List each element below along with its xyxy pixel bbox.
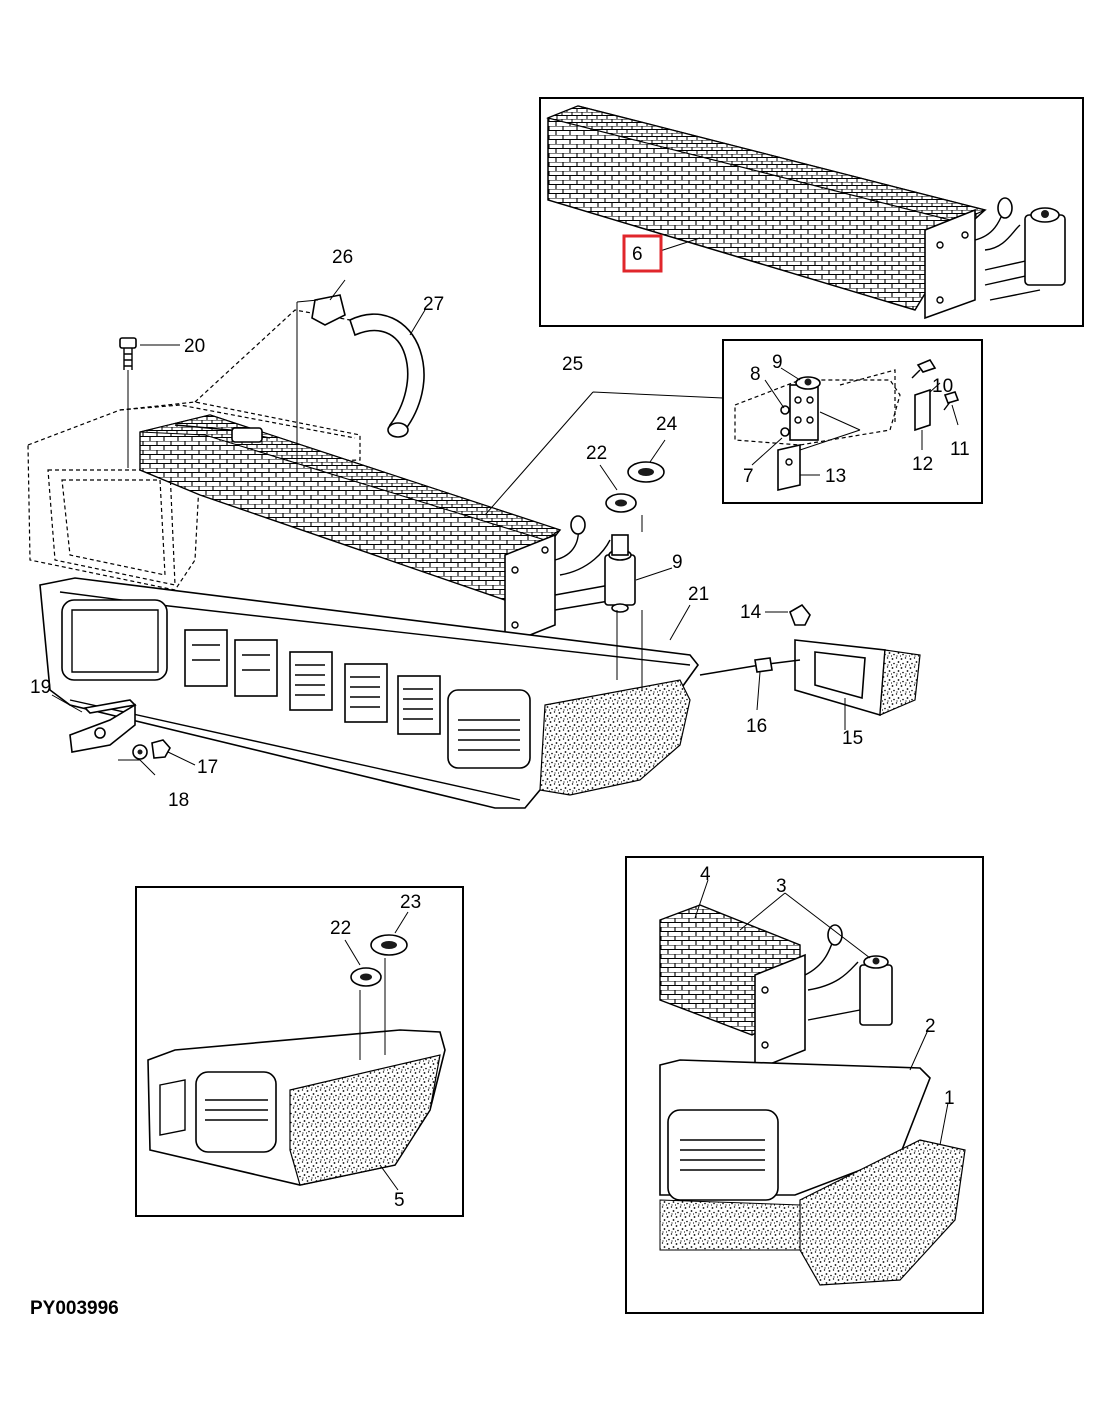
callout-23[interactable]: 23 [400,892,421,913]
grommet-16 [754,657,773,673]
callout-12[interactable]: 12 [912,454,933,475]
callout-8[interactable]: 8 [750,364,761,385]
louver-grid [61,599,531,769]
valve-body [789,384,819,441]
callout-15[interactable]: 15 [842,728,863,749]
callout-3[interactable]: 3 [776,876,787,897]
clip-14 [789,603,811,626]
hose-clamp-26 [311,294,346,326]
callout-4[interactable]: 4 [700,864,711,885]
evaporator-core-top [546,105,987,223]
callout-21[interactable]: 21 [688,584,709,605]
callout-25[interactable]: 25 [562,354,583,375]
inset-valve-detail: 8 9 10 11 12 13 7 [722,339,983,504]
main-expansion-valve [604,554,636,606]
callout-2[interactable]: 2 [925,1016,936,1037]
screw-20 [119,337,137,349]
inset-core-end-plate [754,953,806,1072]
nut-17 [151,739,171,759]
main-tray-drain-pan [539,679,691,796]
callout-14[interactable]: 14 [740,602,762,623]
callout-6[interactable]: 6 [632,244,643,265]
callout-1[interactable]: 1 [944,1088,955,1109]
inset-evaporator-core: 6 [539,97,1084,327]
callout-9-main[interactable]: 9 [672,552,683,573]
inset-core-and-pan: 4 3 2 1 [625,856,984,1314]
callout-16[interactable]: 16 [746,716,767,737]
callout-22-inset[interactable]: 22 [330,918,351,939]
dashed-upper-housing [27,401,361,591]
main-assembly: 26 27 20 25 24 22 9 21 14 16 15 19 17 18 [27,247,921,811]
inset-tray-seals: 22 23 5 [135,886,464,1217]
leader-6 [659,237,701,252]
callout-18[interactable]: 18 [168,790,189,811]
callout-9-inset[interactable]: 9 [772,352,783,373]
callout-17[interactable]: 17 [197,757,218,778]
core-tubes [974,207,1021,251]
callout-7[interactable]: 7 [743,466,754,487]
callout-26[interactable]: 26 [332,247,353,268]
inset-frame-valve [722,339,983,504]
callout-11[interactable]: 11 [950,439,970,460]
callout-27[interactable]: 27 [423,294,444,315]
callout-13[interactable]: 13 [825,466,846,487]
callout-24[interactable]: 24 [656,414,678,435]
inset-valve-3 [859,964,893,1026]
main-evaporator-core [139,414,562,601]
main-core-end-plate [504,533,556,647]
inset-drain-pan-1 [799,1139,966,1286]
clamp-12 [914,388,931,432]
figure-code: PY003996 [30,1298,119,1319]
core-end-plate [924,208,976,320]
inset-frame-top [539,97,1084,327]
callout-10[interactable]: 10 [932,376,953,397]
inset-frame-bottom-left [135,886,464,1217]
bracket-13 [777,443,801,492]
callout-22-main[interactable]: 22 [586,443,607,464]
inset-frame-bottom-right [625,856,984,1314]
hose-27 [349,313,425,431]
callout-20[interactable]: 20 [184,336,205,357]
callout-5[interactable]: 5 [394,1190,405,1211]
callout-19[interactable]: 19 [30,677,51,698]
highlight-box-6 [622,234,663,273]
expansion-valve [1024,214,1066,286]
